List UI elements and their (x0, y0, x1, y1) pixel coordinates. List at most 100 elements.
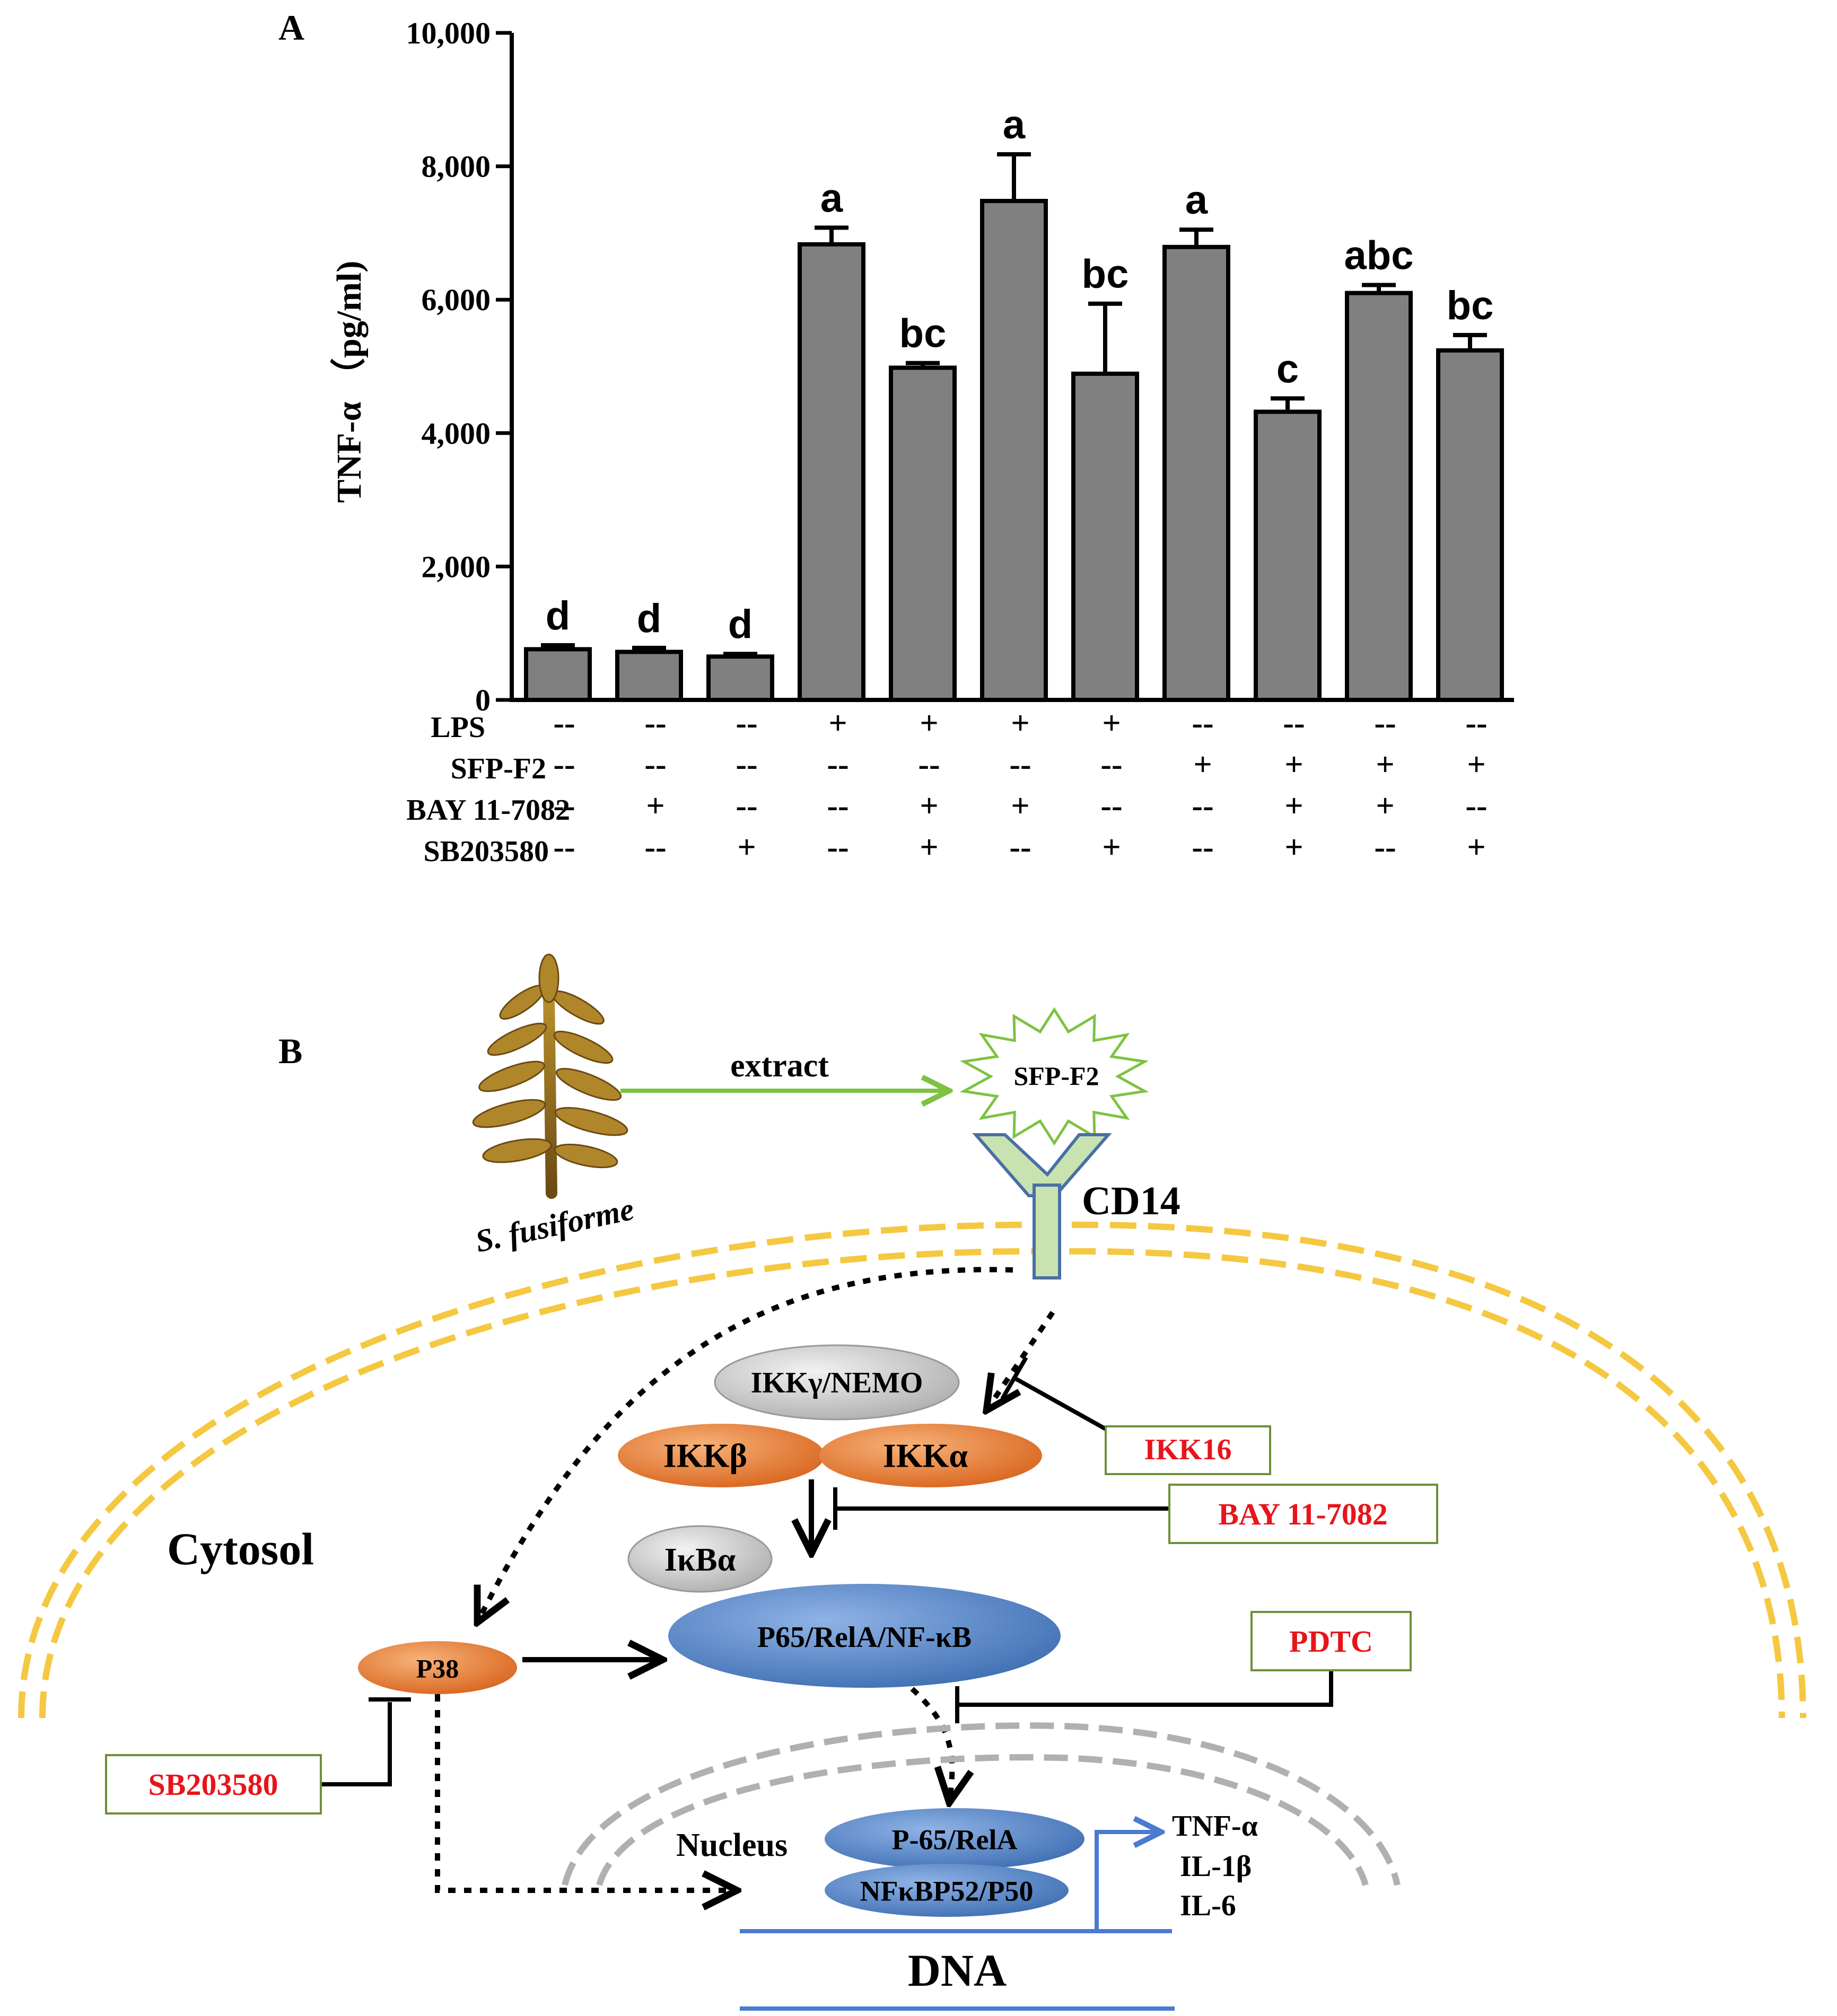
nfkb-nuclear-oval (825, 1864, 1069, 1917)
bar (1071, 371, 1139, 702)
treatment-mark: -- (1009, 829, 1031, 865)
treatment-mark: -- (553, 829, 575, 865)
bar (524, 647, 592, 702)
treatment-mark: -- (827, 788, 848, 824)
pdtc-label: PDTC (1289, 1624, 1373, 1659)
p65-label: P65/RelA/NF-κB (757, 1621, 972, 1654)
bars-layer (524, 199, 1504, 702)
sb-box (105, 1754, 322, 1815)
significance-letter: abc (1344, 233, 1414, 278)
p65-nuclear-oval (825, 1808, 1084, 1870)
treatment-mark: -- (736, 705, 757, 741)
ikk-beta-oval (618, 1424, 825, 1487)
treatment-mark: -- (1192, 788, 1213, 824)
nuclear-membrane (562, 1722, 1401, 1886)
ikk16-inhibit-line (1014, 1377, 1107, 1431)
p38-to-nucleus-arrow (435, 1694, 737, 1890)
treatment-mark: + (1376, 747, 1394, 783)
significance-letter: bc (899, 311, 947, 356)
significance-letter: a (820, 176, 843, 221)
y-tick-label: 4,000 (422, 416, 491, 451)
bar (1436, 348, 1504, 702)
treatment-row-label: LPS (431, 711, 485, 744)
ikk-alpha-oval (819, 1424, 1042, 1487)
treatment-row-label: SB203580 (424, 835, 549, 868)
cd14-receptor (972, 1133, 1112, 1279)
p65-nuclear-label: P-65/RelA (892, 1824, 1018, 1855)
treatment-table: LPS------++++--------SFP-F2-------------… (406, 705, 1487, 868)
dna-label: DNA (908, 1945, 1007, 1996)
treatment-mark: -- (1465, 788, 1487, 824)
p38-oval (358, 1641, 517, 1694)
treatment-mark: + (1011, 705, 1029, 741)
output-il6: IL-6 (1180, 1889, 1236, 1922)
treatment-mark: -- (644, 747, 666, 783)
cytosol-label: Cytosol (167, 1523, 314, 1574)
bar (1254, 409, 1322, 702)
ikk-alpha-label: IKKα (883, 1437, 968, 1475)
y-tick-label: 8,000 (422, 150, 491, 184)
treatment-mark: -- (827, 829, 848, 865)
cd14-to-ikk-arrow (986, 1311, 1055, 1410)
treatment-mark: -- (1192, 829, 1213, 865)
bar (706, 654, 774, 702)
treatment-mark: -- (553, 705, 575, 741)
pdtc-box (1250, 1611, 1412, 1671)
ikk16-label: IKK16 (1144, 1433, 1232, 1466)
treatment-mark: -- (827, 747, 848, 783)
pdtc-inhibit-line (957, 1670, 1333, 1707)
bay-label: BAY 11-7082 (1218, 1497, 1388, 1531)
cell-membrane (18, 1221, 1806, 1719)
bay-box (1168, 1484, 1438, 1544)
p38-label: P38 (416, 1653, 459, 1683)
bar (798, 242, 865, 702)
output-tnf: TNF-α (1172, 1810, 1258, 1843)
ikk-gamma-oval (714, 1344, 960, 1421)
p65-to-nucleus-arrow (910, 1687, 952, 1803)
treatment-mark: + (1284, 747, 1303, 783)
panel-b-label: B (278, 1031, 302, 1071)
sfp-f2-label: SFP-F2 (1013, 1061, 1099, 1091)
sb-inhibit-line (321, 1702, 392, 1786)
significance-letter: d (637, 596, 661, 641)
treatment-mark: -- (1009, 747, 1031, 783)
error-bars-layer (541, 152, 1487, 657)
treatment-mark: + (1011, 788, 1029, 824)
nucleus-label: Nucleus (676, 1827, 788, 1863)
ikk-gamma-label: IKKγ/NEMO (751, 1366, 923, 1399)
treatment-mark: + (737, 829, 756, 865)
treatment-mark: + (1467, 829, 1485, 865)
bar (1162, 244, 1230, 702)
treatment-mark: + (1193, 747, 1212, 783)
output-il1b: IL-1β (1180, 1850, 1252, 1883)
bar (889, 365, 957, 702)
treatment-mark: -- (1100, 788, 1122, 824)
seaweed-image (472, 953, 628, 1199)
significance-letter: bc (1082, 252, 1129, 297)
y-tick-label: 0 (475, 683, 491, 717)
treatment-mark: -- (736, 788, 757, 824)
treatment-mark: + (920, 788, 938, 824)
treatment-mark: -- (1465, 705, 1487, 741)
significance-letter: bc (1447, 283, 1494, 328)
ikb-label: IκBα (664, 1542, 736, 1578)
treatment-mark: + (646, 788, 664, 824)
ikk16-inhibit-bar (1000, 1356, 1028, 1400)
significance-letter: d (728, 602, 753, 647)
bar (980, 199, 1048, 702)
y-axis-label: TNF-α （pg/ml) (329, 261, 369, 503)
bar (615, 650, 683, 702)
treatment-mark: -- (553, 747, 575, 783)
ikb-oval (627, 1525, 773, 1593)
treatment-mark: + (920, 829, 938, 865)
treatment-mark: + (1284, 788, 1303, 824)
treatment-row-label: BAY 11-7082 (406, 794, 570, 827)
treatment-mark: -- (736, 747, 757, 783)
significance-letter: a (1185, 178, 1208, 223)
treatment-row-label: SFP-F2 (451, 752, 546, 785)
ikk-beta-label: IKKβ (663, 1437, 747, 1475)
sfp-f2-burst (959, 1007, 1149, 1146)
nfkb-nuclear-label: NFκBP52/P50 (860, 1875, 1034, 1907)
